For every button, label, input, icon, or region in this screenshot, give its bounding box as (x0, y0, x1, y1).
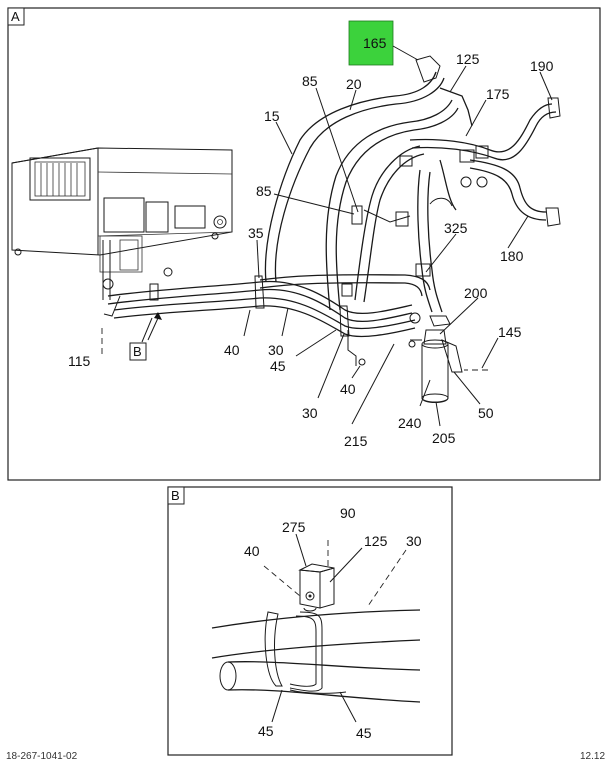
highlight-box-165 (348, 20, 394, 66)
detail-b-arrowhead (154, 312, 162, 320)
footer-drawing-number: 18-267-1041-02 (6, 751, 78, 761)
upper-hose-loops (264, 71, 459, 311)
panel-a-tag (7, 7, 25, 26)
callout-190: 190 (530, 58, 554, 74)
callout-40-right: 40 (340, 381, 356, 397)
lower-hose-bundle (103, 274, 431, 366)
detail-b-reference-label: B (133, 344, 142, 359)
detail-callout-45-right: 45 (356, 725, 372, 741)
callout-215: 215 (344, 433, 368, 449)
footer-page-code: 12.12 (580, 751, 605, 761)
callout-240: 240 (398, 415, 422, 431)
callout-45: 45 (270, 358, 286, 374)
detail-callout-125: 125 (364, 533, 388, 549)
callout-40-left: 40 (224, 342, 240, 358)
hvac-unit (11, 147, 233, 300)
leader-lines-a (101, 45, 553, 427)
callout-15: 15 (264, 108, 280, 124)
leader-lines-b (263, 533, 407, 723)
panel-b-label: B (171, 488, 180, 503)
receiver-drier (408, 329, 463, 403)
callout-325: 325 (444, 220, 468, 236)
detail-callout-40: 40 (244, 543, 260, 559)
detail-b-reference-tag (129, 342, 147, 361)
panel-a-label: A (11, 9, 20, 24)
callout-20: 20 (346, 76, 362, 92)
callout-30-right: 30 (302, 405, 318, 421)
detail-clamp-assembly (211, 563, 421, 703)
callout-145: 145 (498, 324, 522, 340)
detail-callout-90: 90 (340, 505, 356, 521)
callout-175: 175 (486, 86, 510, 102)
detail-callout-45-left: 45 (258, 723, 274, 739)
detail-callout-275: 275 (282, 519, 306, 535)
panel-a-frame (7, 7, 601, 481)
callout-180: 180 (500, 248, 524, 264)
callout-50: 50 (478, 405, 494, 421)
callout-85-upper: 85 (302, 73, 318, 89)
callout-200: 200 (464, 285, 488, 301)
callout-85-lower: 85 (256, 183, 272, 199)
callout-30-left: 30 (268, 342, 284, 358)
detail-b-arrow (147, 317, 159, 341)
panel-b-frame (167, 486, 453, 756)
callout-205: 205 (432, 430, 456, 446)
callout-115: 115 (68, 353, 91, 369)
panel-b-tag (167, 486, 185, 505)
callout-125: 125 (456, 51, 480, 67)
callout-165: 165 (363, 35, 387, 51)
detail-callout-30: 30 (406, 533, 422, 549)
callout-35: 35 (248, 225, 264, 241)
